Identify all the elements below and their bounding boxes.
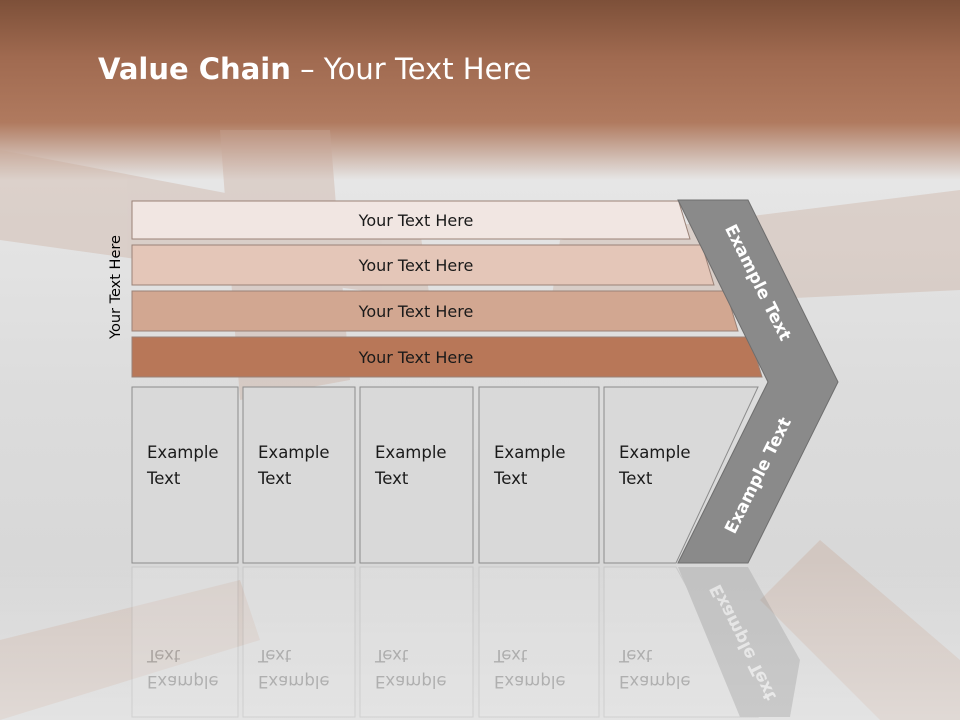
primary-box-4: [478, 386, 600, 564]
support-bar-label: Your Text Here: [358, 211, 474, 230]
reflection-text-line2: Text: [618, 646, 653, 665]
reflection-text-line2: Text: [257, 646, 292, 665]
primary-box-5: [603, 386, 759, 564]
support-bar-4: [131, 336, 763, 378]
reflection-text-line2: Text: [146, 646, 181, 665]
reflection-text: Example Text: [257, 646, 330, 691]
primary-box-reflection: [131, 566, 239, 718]
reflection-text: Example Text: [146, 646, 219, 691]
support-bar-label: Your Text Here: [358, 302, 474, 321]
primary-box-reflection: [603, 566, 759, 718]
title-rest-text: – Your Text Here: [290, 52, 532, 86]
margin-chevron-reflection: [678, 567, 800, 717]
primary-box-text-line2: Text: [618, 469, 653, 488]
primary-box-text-line1: Example: [258, 443, 330, 462]
reflection-text-line1: Example: [375, 672, 447, 691]
primary-box-text-line1: Example: [147, 443, 219, 462]
reflection-text-line1: Example: [147, 672, 219, 691]
primary-box-text-line2: Text: [493, 469, 528, 488]
primary-box-text-line2: Text: [257, 469, 292, 488]
title-bold-text: Value Chain: [98, 52, 291, 86]
support-bar-label: Your Text Here: [358, 348, 474, 367]
reflection-text-line1: Example: [258, 672, 330, 691]
primary-box-text-line1: Example: [375, 443, 447, 462]
primary-box-text-line1: Example: [619, 443, 691, 462]
support-bar-3: [131, 290, 739, 332]
support-bar-2: [131, 244, 715, 286]
primary-box-3: [359, 386, 474, 564]
support-bar-1: [131, 200, 691, 240]
reflection-text-line1: Example: [494, 672, 566, 691]
primary-box-reflection: [242, 566, 356, 718]
support-bar-label: Your Text Here: [358, 256, 474, 275]
reflection-text-line2: Text: [374, 646, 409, 665]
slide-title: Value Chain – Your Text Here: [98, 52, 532, 86]
reflection-text-line1: Example: [619, 672, 691, 691]
reflection-text: Example Text: [374, 646, 447, 691]
margin-chevron: [677, 199, 839, 564]
reflection-text: Example Text: [493, 646, 566, 691]
primary-box-text-line2: Text: [146, 469, 181, 488]
primary-box-1: [131, 386, 239, 564]
reflection-text: Example Text: [618, 646, 691, 691]
primary-box-2: [242, 386, 356, 564]
reflection: ExampleTextExampleTextExampleTextExample…: [131, 566, 800, 718]
primary-box-text-line1: Example: [494, 443, 566, 462]
primary-box-text-line2: Text: [374, 469, 409, 488]
reflection-text-line2: Text: [493, 646, 528, 665]
primary-box-reflection: [478, 566, 600, 718]
primary-box-reflection: [359, 566, 474, 718]
